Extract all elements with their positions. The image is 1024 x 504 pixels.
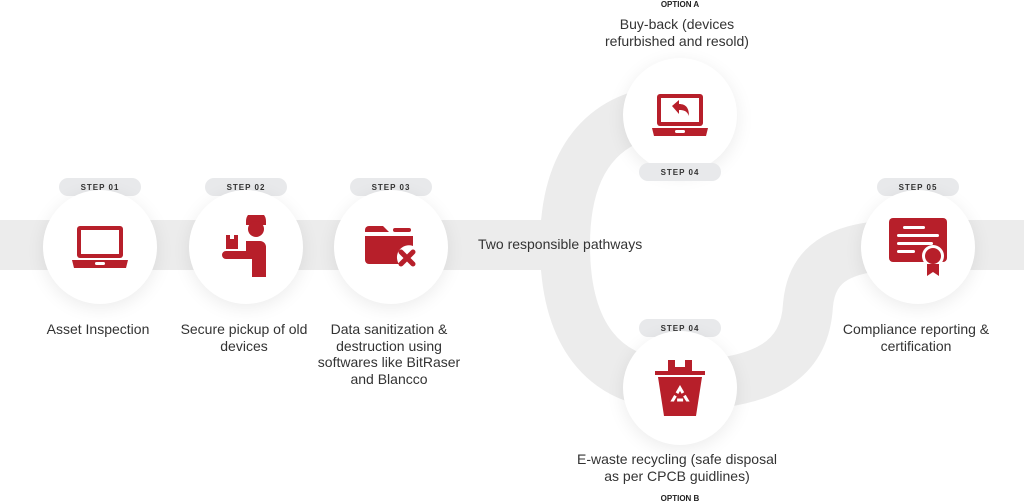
delivery-person-icon <box>222 215 266 277</box>
pathways-label: Two responsible pathways <box>478 236 643 252</box>
step-05-badge: STEP 05 <box>877 178 959 196</box>
path-branch-loop <box>539 85 681 410</box>
step-03-label: Data sanitization & destruction using so… <box>317 321 461 387</box>
step-04a-badge: STEP 04 <box>639 163 721 181</box>
folder-delete-icon <box>365 226 416 267</box>
step-01-badge: STEP 01 <box>59 178 141 196</box>
step-01-label: Asset Inspection <box>46 321 150 337</box>
step-04b-circle <box>623 331 737 445</box>
laptop-icon <box>72 226 128 268</box>
step-04a-label: Buy-back (devices refurbished and resold… <box>605 16 749 49</box>
certificate-icon <box>889 218 947 276</box>
step-02-badge: STEP 02 <box>205 178 287 196</box>
step-02-label: Secure pickup of old devices <box>180 321 308 354</box>
step-01-circle <box>43 190 157 304</box>
step-02-circle <box>189 190 303 304</box>
step-05-label: Compliance reporting & certification <box>842 321 990 354</box>
step-03-badge: STEP 03 <box>350 178 432 196</box>
recycle-bin-icon <box>655 360 705 416</box>
option-b-label: OPTION B <box>660 494 700 503</box>
step-05-circle <box>861 190 975 304</box>
step-04b-label: E-waste recycling (safe disposal as per … <box>577 451 777 484</box>
option-a-label: OPTION A <box>660 0 700 9</box>
step-04a-circle <box>623 58 737 172</box>
laptop-return-icon <box>652 94 708 136</box>
step-03-circle <box>334 190 448 304</box>
step-04b-badge: STEP 04 <box>639 319 721 337</box>
